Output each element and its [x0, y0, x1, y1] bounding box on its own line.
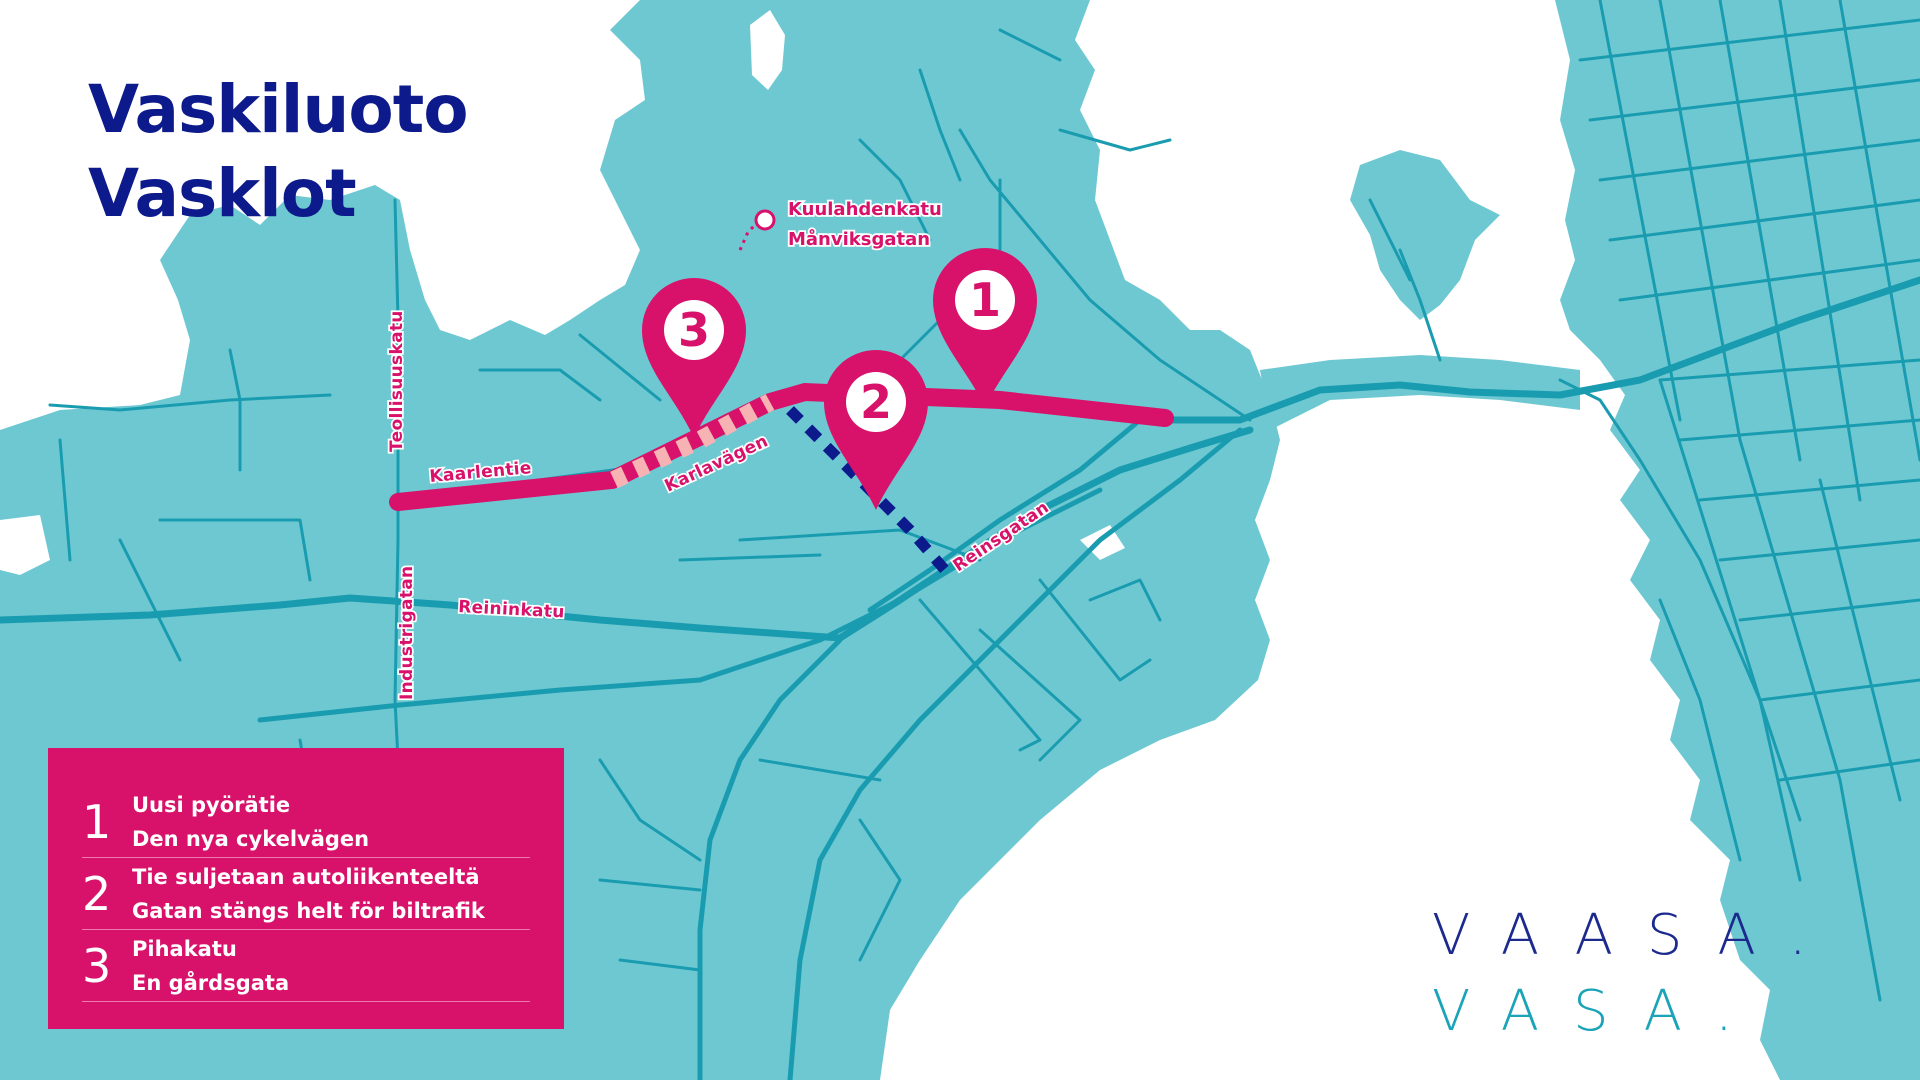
route-3-stripes	[610, 394, 775, 489]
title-fi: Vaskiluoto	[88, 71, 469, 148]
legend-fi: Tie suljetaan autoliikenteeltä	[132, 864, 480, 889]
legend-number: 1	[82, 794, 112, 849]
marker-1[interactable]: 1	[933, 248, 1037, 408]
marker-2[interactable]: 2	[824, 350, 928, 510]
route-1-cycle-path	[389, 382, 1174, 511]
land-north-finger	[630, 0, 740, 175]
vaasa-logo: VAASA. VASA.	[1432, 898, 1841, 1050]
land-islet	[1350, 150, 1500, 320]
legend-sv: Den nya cykelvägen	[132, 826, 370, 851]
legend-box: 1 Uusi pyörätie Den nya cykelvägen 2 Tie…	[48, 748, 564, 1029]
legend-sv: Gatan stängs helt för biltrafik	[132, 898, 485, 923]
legend-text: Tie suljetaan autoliikenteeltä Gatan stä…	[132, 860, 485, 928]
road-rail-south	[257, 487, 1103, 723]
marker-2-number: 2	[860, 375, 892, 429]
road-teollisuus	[393, 198, 400, 762]
legend-item-3: 3 Pihakatu En gårdsgata	[82, 930, 530, 1002]
road-diagonal-1	[697, 637, 843, 1080]
marker-1-number: 1	[969, 273, 1001, 327]
legend-fi: Pihakatu	[132, 936, 237, 961]
legend-fi: Uusi pyörätie	[132, 792, 291, 817]
label-kuulahdenkatu: Kuulahdenkatu	[788, 199, 942, 220]
road-reininkatu	[0, 426, 1254, 642]
legend-item-2: 2 Tie suljetaan autoliikenteeltä Gatan s…	[82, 858, 530, 930]
label-teollisuuskatu: Teollisuuskatu	[387, 310, 407, 452]
title-sv: Vasklot	[88, 155, 357, 232]
marker-2-disc	[846, 372, 906, 432]
legend-sv: En gårdsgata	[132, 970, 290, 995]
marker-3-number: 3	[678, 303, 710, 357]
road-diagonal-2	[787, 427, 1243, 1080]
legend-number: 3	[82, 938, 112, 993]
land-bridge-west	[1260, 355, 1580, 430]
logo-fi: VAASA.	[1432, 903, 1841, 968]
map-title: Vaskiluoto Vasklot	[88, 68, 469, 236]
bay-west	[0, 515, 50, 575]
land-mainland	[1555, 0, 1920, 1080]
city-grid	[1578, 0, 1920, 1002]
legend-item-1: 1 Uusi pyörätie Den nya cykelvägen	[82, 786, 530, 858]
logo-sv: VASA.	[1432, 979, 1767, 1044]
road-bridge	[1156, 276, 1920, 424]
pond	[750, 10, 785, 90]
legend-text: Uusi pyörätie Den nya cykelvägen	[132, 788, 369, 856]
marker-3[interactable]: 3	[642, 278, 746, 438]
legend-text: Pihakatu En gårdsgata	[132, 932, 289, 1000]
label-industrigatan: Industrigatan	[397, 566, 417, 700]
legend-number: 2	[82, 866, 112, 921]
marker-3-disc	[664, 300, 724, 360]
road-curve-south	[867, 417, 1143, 613]
kuulahdenkatu-marker	[754, 209, 776, 231]
marker-1-disc	[955, 270, 1015, 330]
label-manviksgatan: Månviksgatan	[788, 228, 930, 250]
